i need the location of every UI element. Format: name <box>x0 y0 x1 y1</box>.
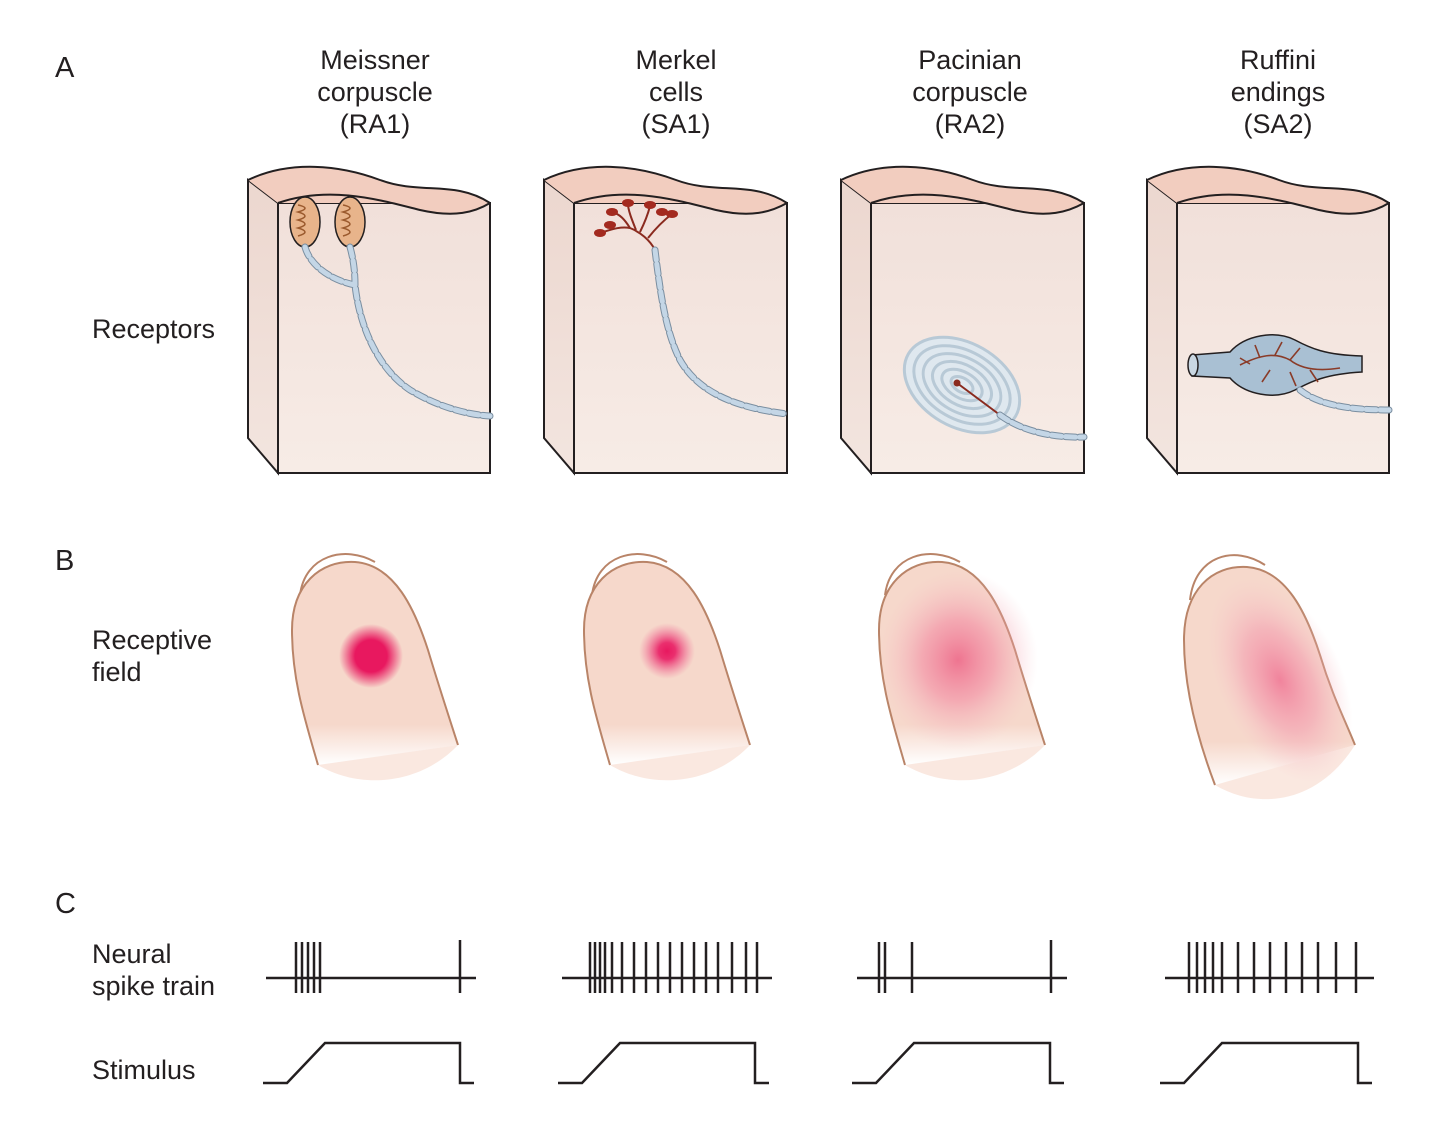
column-title-merkel: Merkel cells (SA1) <box>635 45 717 139</box>
stimulus-meissner <box>263 1041 474 1085</box>
panel-label-b: B <box>55 545 75 577</box>
tissue-block-meissner <box>247 165 494 476</box>
receptive-field-small <box>639 623 695 679</box>
fingertip-ruffini <box>1182 554 1356 800</box>
receptive-field-small <box>339 624 403 688</box>
row-label-spike-train: Neural spike train <box>92 939 216 1001</box>
tissue-block-merkel <box>543 165 791 476</box>
row-label-receptors: Receptors <box>92 314 216 344</box>
spike-trains <box>266 940 1374 993</box>
spikes-merkel <box>588 942 759 993</box>
fingertip-merkel <box>582 553 751 781</box>
tissue-block-ruffini <box>1146 165 1393 476</box>
row-label-stimulus: Stimulus <box>92 1055 196 1085</box>
stimulus-traces <box>263 1041 1372 1085</box>
panel-label-c: C <box>55 888 76 920</box>
spikes-ruffini <box>1187 942 1358 993</box>
stimulus-merkel <box>558 1041 769 1085</box>
receptive-field-large <box>878 570 1038 750</box>
column-title-meissner: Meissner corpuscle (RA1) <box>317 45 433 139</box>
panel-label-a: A <box>55 52 75 84</box>
stimulus-ruffini <box>1160 1041 1372 1085</box>
receptive-field-large <box>1207 576 1353 784</box>
row-label-receptive-field: Receptive field <box>92 625 213 687</box>
ruffini-ending-icon <box>1187 334 1363 396</box>
merkel-cell-icon <box>594 199 678 251</box>
column-title-pacinian: Pacinian corpuscle (RA2) <box>912 45 1028 139</box>
fingertip-meissner <box>290 553 459 781</box>
column-title-ruffini: Ruffini endings (SA2) <box>1230 45 1326 139</box>
spikes-meissner <box>294 940 462 993</box>
fingertip-pacinian <box>877 553 1046 781</box>
spikes-pacinian <box>877 940 1053 993</box>
stimulus-pacinian <box>852 1041 1064 1085</box>
tissue-block-pacinian <box>840 165 1088 476</box>
